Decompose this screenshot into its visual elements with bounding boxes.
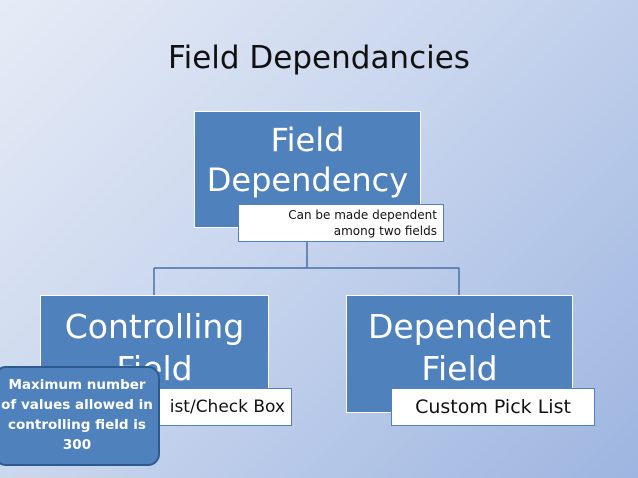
note-line: among two fields xyxy=(333,224,437,238)
controlling-field-note: ist/Check Box xyxy=(140,388,292,426)
note-line: Can be made dependent xyxy=(288,208,437,222)
max-values-callout: Maximum number of values allowed in cont… xyxy=(0,366,160,466)
callout-line: Maximum number xyxy=(8,377,146,393)
dependent-field-note: Custom Pick List xyxy=(391,388,595,426)
node-label-line: Dependency xyxy=(206,161,409,199)
callout-line: of values allowed in xyxy=(1,397,153,413)
node-label-line: Dependent xyxy=(368,307,551,346)
node-label-line: Field xyxy=(270,121,345,159)
callout-line: controlling field is xyxy=(8,417,146,433)
root-node-note: Can be made dependent among two fields xyxy=(238,204,444,242)
callout-line: 300 xyxy=(62,437,92,453)
node-label-line: Controlling xyxy=(64,307,245,346)
node-label-line: Field xyxy=(421,349,498,388)
slide-title: Field Dependancies xyxy=(168,40,470,76)
